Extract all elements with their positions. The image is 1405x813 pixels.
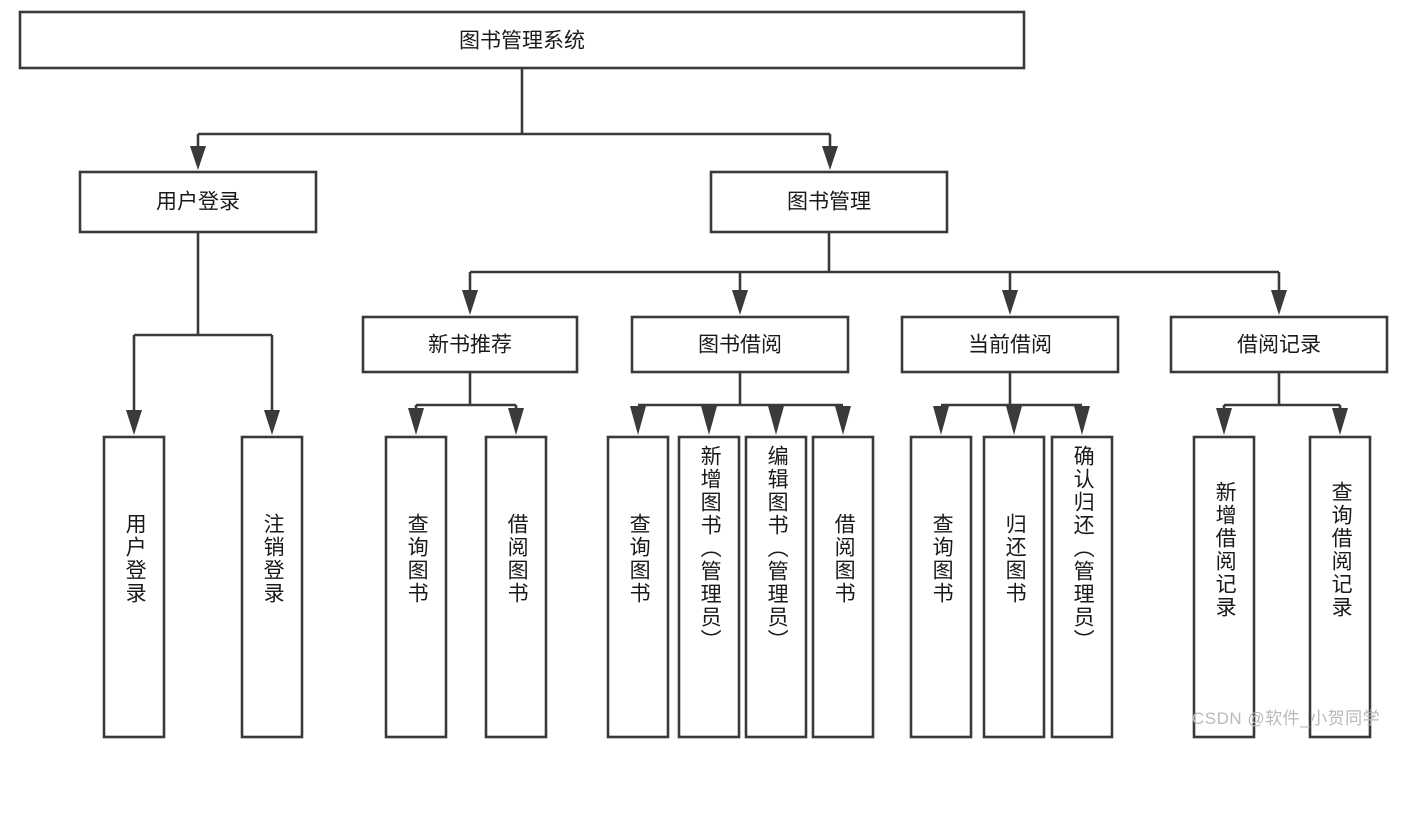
node-leaf-edit-book-box[interactable] <box>744 435 808 739</box>
node-leaf-add-book-box[interactable] <box>677 435 741 739</box>
node-leaf-logout-box[interactable] <box>240 435 304 739</box>
arrowhead-current-borrow <box>1002 290 1018 315</box>
node-leaf-query-book-borrow-box[interactable] <box>606 435 670 739</box>
node-leaf-borrow-book-rec-box[interactable] <box>484 435 548 739</box>
node-leaf-borrow-book-box[interactable] <box>811 435 875 739</box>
node-root-label: 图书管理系统 <box>459 30 585 53</box>
node-root-box[interactable] <box>18 10 1026 70</box>
node-root[interactable]: 图书管理系统 <box>18 10 1026 70</box>
arrowhead-leaf-query-book-cur <box>933 406 949 435</box>
node-leaf-query-record-box[interactable] <box>1308 435 1372 739</box>
arrowhead-leaf-logout <box>264 410 280 435</box>
leaf-box-layer <box>102 435 1372 739</box>
arrowhead-user-login <box>190 146 206 170</box>
node-user-login[interactable]: 用户登录 <box>78 170 318 234</box>
connector-layer <box>126 68 1348 435</box>
node-leaf-query-book-rec-box[interactable] <box>384 435 448 739</box>
arrowhead-leaf-user-login <box>126 410 142 435</box>
node-borrow-record[interactable]: 借阅记录 <box>1169 315 1389 374</box>
arrowhead-leaf-query-book-borrow <box>630 406 646 435</box>
arrowhead-new-book-recommend <box>462 290 478 315</box>
node-new-book-recommend-box[interactable] <box>361 315 579 374</box>
node-leaf-user-login-box[interactable] <box>102 435 166 739</box>
arrowhead-leaf-query-record <box>1332 408 1348 435</box>
node-leaf-query-book-cur-box[interactable] <box>909 435 973 739</box>
node-leaf-confirm-return-box[interactable] <box>1050 435 1114 739</box>
node-user-login-label: 用户登录 <box>156 191 240 214</box>
arrowhead-leaf-query-book-rec <box>408 408 424 435</box>
arrowhead-leaf-add-book <box>701 406 717 435</box>
node-book-management-box[interactable] <box>709 170 949 234</box>
node-current-borrow-label: 当前借阅 <box>968 334 1052 357</box>
node-user-login-box[interactable] <box>78 170 318 234</box>
node-borrow-record-label: 借阅记录 <box>1237 334 1321 357</box>
arrowhead-book-borrow <box>732 290 748 315</box>
node-current-borrow-box[interactable] <box>900 315 1120 374</box>
node-new-book-recommend[interactable]: 新书推荐 <box>361 315 579 374</box>
node-book-borrow[interactable]: 图书借阅 <box>630 315 850 374</box>
arrowhead-leaf-add-record <box>1216 408 1232 435</box>
arrowhead-borrow-record <box>1271 290 1287 315</box>
node-new-book-recommend-label: 新书推荐 <box>428 334 512 357</box>
org-chart-svg: 图书管理系统 用户登录 图书管理 新书推荐 图书借阅 当前借阅 借阅记录 <box>18 10 1389 739</box>
node-leaf-return-book-box[interactable] <box>982 435 1046 739</box>
arrowhead-leaf-borrow-book <box>835 406 851 435</box>
diagram-canvas: 图书管理系统 用户登录 图书管理 新书推荐 图书借阅 当前借阅 借阅记录 <box>18 10 1389 739</box>
node-leaf-add-record-box[interactable] <box>1192 435 1256 739</box>
arrowhead-leaf-edit-book <box>768 406 784 435</box>
node-book-management-label: 图书管理 <box>787 191 871 214</box>
node-book-management[interactable]: 图书管理 <box>709 170 949 234</box>
csdn-watermark: CSDN @软件_小贺同学 <box>1192 709 1381 728</box>
node-borrow-record-box[interactable] <box>1169 315 1389 374</box>
node-current-borrow[interactable]: 当前借阅 <box>900 315 1120 374</box>
arrowhead-leaf-confirm-return <box>1074 406 1090 435</box>
node-book-borrow-box[interactable] <box>630 315 850 374</box>
arrowhead-book-management <box>822 146 838 170</box>
arrowhead-leaf-borrow-book-rec <box>508 408 524 435</box>
arrowhead-leaf-return-book <box>1006 406 1022 435</box>
node-book-borrow-label: 图书借阅 <box>698 334 782 357</box>
